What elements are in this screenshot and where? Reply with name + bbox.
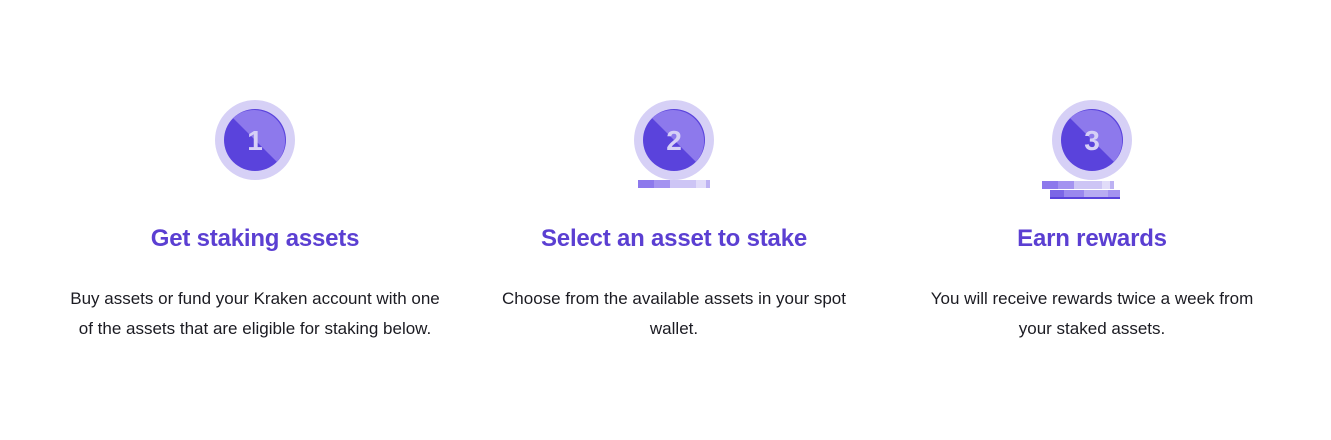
step-3: 3 Earn rewards You will receive rewards … <box>892 0 1292 440</box>
step-number: 2 <box>666 125 682 156</box>
step-number: 1 <box>247 125 263 156</box>
coin-3-graphic: 3 <box>1042 100 1132 199</box>
step-title: Get staking assets <box>150 225 360 252</box>
step-1: 1 Get staking assets Buy assets or fund … <box>55 0 455 440</box>
step-description: You will receive rewards twice a week fr… <box>930 289 1254 338</box>
coin-stack-icon: 3 <box>892 98 1292 208</box>
coin-icon: 1 <box>55 98 455 208</box>
coin-2-graphic: 2 <box>634 100 714 188</box>
coin-1-graphic: 1 <box>215 100 295 180</box>
coin-stack-icon: 2 <box>474 98 874 208</box>
step-title: Select an asset to stake <box>540 225 807 252</box>
step-description: Buy assets or fund your Kraken account w… <box>70 289 440 338</box>
step-2: 2 Select an asset to stake Choose from t… <box>474 0 874 440</box>
step-number: 3 <box>1084 125 1100 156</box>
step-description: Choose from the available assets in your… <box>502 289 846 338</box>
step-title: Earn rewards <box>1017 225 1167 252</box>
